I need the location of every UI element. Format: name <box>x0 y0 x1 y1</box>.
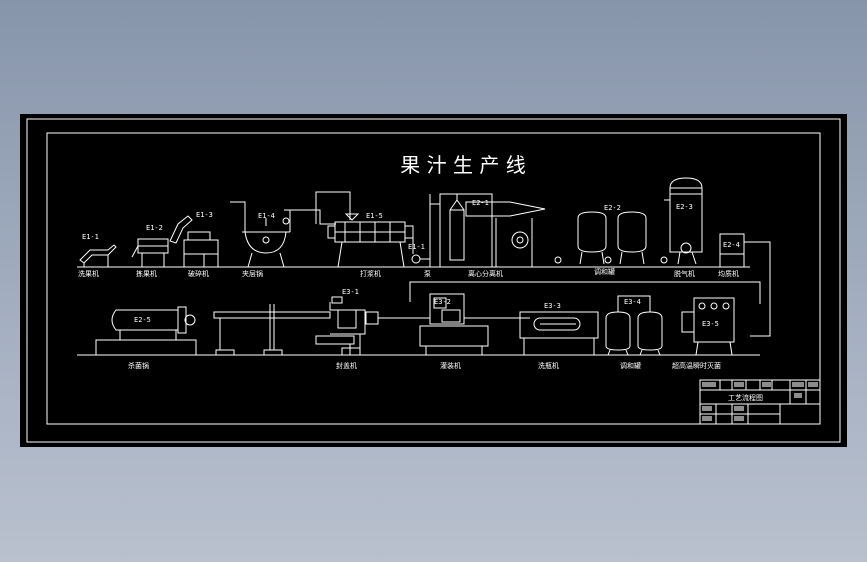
drawing-title: 果 汁 生 产 线 <box>400 153 525 177</box>
label-bottle-washer: 洗瓶机 <box>538 361 559 370</box>
label-blending-tank-1: 调和罐 <box>594 267 615 276</box>
machine-e2-5-sterilizer <box>95 306 197 356</box>
label-deaerator: 脱气机 <box>674 269 695 278</box>
label-capper: 封盖机 <box>336 361 357 370</box>
tag-e3-5: E3-5 <box>702 320 719 328</box>
tag-e1-2: E1-2 <box>146 224 163 232</box>
tag-e2-2: E2-2 <box>604 204 621 212</box>
label-filler: 灌装机 <box>440 361 461 370</box>
machine-e3-1-capper <box>315 296 430 356</box>
conveyor-frame <box>213 304 331 356</box>
machine-e3-2-filler <box>409 281 761 355</box>
label-pump: 泵 <box>424 270 431 278</box>
machine-pump <box>411 203 440 264</box>
machine-e2-2-blending-tanks <box>554 211 647 265</box>
machine-e1-4-jacketed-kettle <box>230 201 336 268</box>
process-flow-diagram: 果 汁 生 产 线 <box>26 118 841 443</box>
machine-e1-5-pulper <box>315 191 414 268</box>
label-centrifuge: 离心分离机 <box>468 269 503 278</box>
tag-e1-3: E1-3 <box>196 211 213 219</box>
cad-drawing-sheet: 果 汁 生 产 线 <box>20 114 847 447</box>
machine-e3-5-uht-sterilizer <box>681 297 735 356</box>
label-homogenizer: 均质机 <box>718 269 739 278</box>
machine-e2-1-centrifuge <box>429 193 546 268</box>
tag-e2-3: E2-3 <box>676 203 693 211</box>
label-sorter: 拣果机 <box>136 269 157 278</box>
tag-e3-1: E3-1 <box>342 288 359 296</box>
outer-frame <box>26 118 841 443</box>
machine-e1-3-crusher <box>169 215 219 267</box>
title-block-drawing-name: 工艺流程图 <box>728 393 763 402</box>
tag-e1-1: E1-1 <box>82 233 99 241</box>
inner-frame <box>46 132 821 425</box>
machine-e2-4-homogenizer <box>719 233 771 337</box>
tag-pump: E1-1 <box>408 243 425 251</box>
machine-e1-2-sorter <box>131 238 169 267</box>
machine-e3-3-bottle-washer <box>519 311 599 355</box>
tag-e2-5: E2-5 <box>134 316 151 324</box>
tag-e1-4: E1-4 <box>258 212 275 220</box>
label-uht-sterilizer: 超高温瞬时灭菌 <box>672 361 721 370</box>
tag-e2-4: E2-4 <box>723 241 740 249</box>
machine-e1-1-washer <box>79 244 117 267</box>
label-washer: 洗果机 <box>78 269 99 278</box>
tag-e2-1: E2-1 <box>472 199 489 207</box>
tag-e3-2: E3-2 <box>434 298 451 306</box>
tag-e3-4: E3-4 <box>624 298 641 306</box>
tag-e1-5: E1-5 <box>366 212 383 220</box>
label-crusher: 破碎机 <box>188 269 209 278</box>
machine-e3-4-blending-tanks <box>605 295 663 356</box>
label-pulper: 打浆机 <box>360 269 381 278</box>
label-blending-tank-2: 调和罐 <box>620 361 641 370</box>
label-kettle: 夹层锅 <box>242 269 263 278</box>
label-sterilizer: 杀菌锅 <box>128 361 149 370</box>
machine-e2-3-deaerator <box>660 177 703 265</box>
tag-e3-3: E3-3 <box>544 302 561 310</box>
title-block: 工艺流程图 <box>699 379 821 425</box>
